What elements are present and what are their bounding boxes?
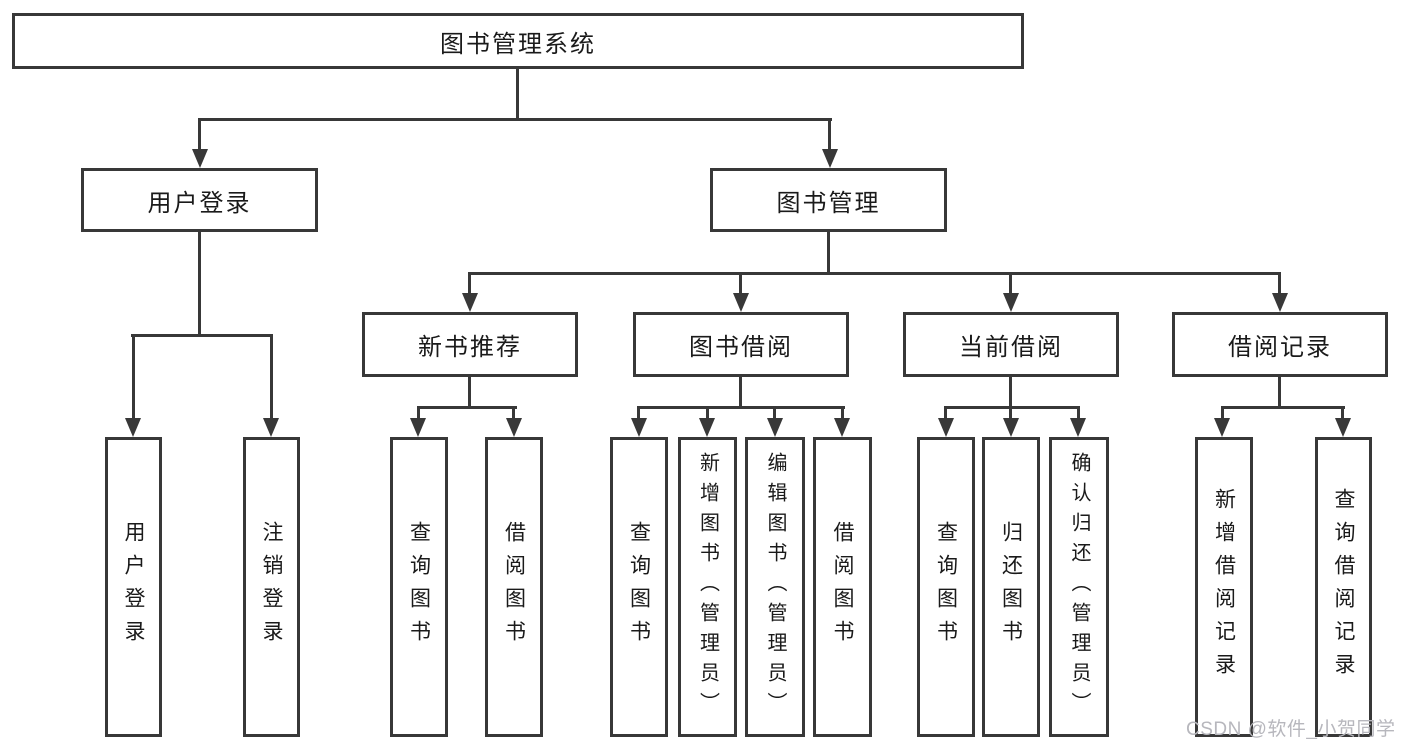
- connector-line: [773, 406, 776, 420]
- connector-line: [512, 406, 515, 420]
- arrowhead-down-icon: [1003, 293, 1019, 312]
- leaf-query-borrow-record-label: 查询借阅记录: [1332, 488, 1355, 686]
- leaf-user-login-label: 用户登录: [122, 521, 145, 653]
- node-new-book-recommend: 新书推荐: [362, 312, 578, 377]
- node-book-management-label: 图书管理: [776, 189, 881, 217]
- arrowhead-down-icon: [1070, 418, 1086, 437]
- csdn-watermark: CSDN @软件_小贺同学: [1186, 719, 1396, 740]
- leaf-add-borrow-record-label: 新增借阅记录: [1212, 488, 1236, 686]
- connector-line: [637, 406, 640, 420]
- leaf-user-login: 用户登录: [105, 437, 162, 737]
- connector-line: [1009, 375, 1012, 408]
- connector-line: [1278, 375, 1281, 408]
- connector-line: [944, 406, 1080, 409]
- node-user-login-label: 用户登录: [147, 189, 252, 217]
- arrowhead-down-icon: [733, 293, 749, 312]
- arrowhead-down-icon: [410, 418, 426, 437]
- arrowhead-down-icon: [1003, 418, 1019, 437]
- connector-line: [706, 406, 709, 420]
- leaf-confirm-return-admin-label: 确认归还（管理员）: [1068, 452, 1090, 722]
- leaf-confirm-return-admin: 确认归还（管理员）: [1049, 437, 1109, 737]
- connector-line: [417, 406, 420, 420]
- arrowhead-down-icon: [1335, 418, 1351, 437]
- node-book-borrow-label: 图书借阅: [689, 334, 793, 361]
- connector-line: [468, 375, 471, 408]
- arrowhead-down-icon: [767, 418, 783, 437]
- leaf-return-books-label: 归还图书: [999, 521, 1023, 653]
- arrowhead-down-icon: [938, 418, 954, 437]
- arrowhead-down-icon: [631, 418, 647, 437]
- leaf-query-books-current-label: 查询图书: [934, 521, 958, 653]
- connector-line: [1009, 272, 1012, 295]
- connector-line: [841, 406, 844, 420]
- connector-line: [270, 334, 273, 420]
- arrowhead-down-icon: [125, 418, 141, 437]
- node-root-label: 图书管理系统: [440, 30, 596, 58]
- leaf-query-books-rec: 查询图书: [390, 437, 448, 737]
- leaf-add-books-admin-label: 新增图书（管理员）: [696, 452, 719, 722]
- connector-line: [516, 68, 519, 121]
- node-current-borrow-label: 当前借阅: [959, 334, 1063, 361]
- leaf-borrow-books-label: 借阅图书: [831, 521, 854, 653]
- node-book-borrow: 图书借阅: [633, 312, 849, 377]
- arrowhead-down-icon: [263, 418, 279, 437]
- connector-line: [198, 230, 201, 337]
- leaf-query-books-borrow-label: 查询图书: [627, 521, 651, 653]
- arrowhead-down-icon: [1272, 293, 1288, 312]
- node-book-management: 图书管理: [710, 168, 947, 232]
- connector-line: [1341, 406, 1344, 420]
- leaf-query-books-borrow: 查询图书: [610, 437, 668, 737]
- arrowhead-down-icon: [192, 149, 208, 168]
- leaf-query-books-current: 查询图书: [917, 437, 975, 737]
- connector-line: [1221, 406, 1224, 420]
- connector-line: [1221, 406, 1345, 409]
- connector-line: [468, 272, 1281, 275]
- node-root: 图书管理系统: [12, 13, 1024, 69]
- arrowhead-down-icon: [506, 418, 522, 437]
- arrowhead-down-icon: [699, 418, 715, 437]
- connector-line: [637, 406, 845, 409]
- leaf-add-borrow-record: 新增借阅记录: [1195, 437, 1253, 737]
- node-current-borrow: 当前借阅: [903, 312, 1119, 377]
- arrowhead-down-icon: [462, 293, 478, 312]
- leaf-logout: 注销登录: [243, 437, 300, 737]
- arrowhead-down-icon: [834, 418, 850, 437]
- node-new-book-recommend-label: 新书推荐: [418, 334, 522, 361]
- connector-line: [468, 272, 471, 295]
- connector-line: [132, 334, 135, 420]
- leaf-borrow-books: 借阅图书: [813, 437, 872, 737]
- leaf-borrow-books-rec-label: 借阅图书: [502, 521, 526, 653]
- node-borrow-records: 借阅记录: [1172, 312, 1388, 377]
- leaf-borrow-books-rec: 借阅图书: [485, 437, 543, 737]
- connector-line: [739, 272, 742, 295]
- leaf-query-books-rec-label: 查询图书: [407, 521, 431, 653]
- leaf-edit-books-admin: 编辑图书（管理员）: [745, 437, 805, 737]
- node-user-login: 用户登录: [81, 168, 318, 232]
- connector-line: [828, 118, 831, 151]
- connector-line: [739, 375, 742, 408]
- leaf-add-books-admin: 新增图书（管理员）: [678, 437, 737, 737]
- connector-line: [198, 118, 201, 151]
- connector-line: [1278, 272, 1281, 295]
- connector-line: [131, 334, 273, 337]
- connector-line: [1077, 406, 1080, 420]
- connector-line: [198, 118, 832, 121]
- connector-line: [1009, 406, 1012, 420]
- connector-line: [827, 230, 830, 275]
- leaf-logout-label: 注销登录: [260, 521, 283, 653]
- connector-line: [417, 406, 517, 409]
- connector-line: [944, 406, 947, 420]
- arrowhead-down-icon: [822, 149, 838, 168]
- leaf-query-borrow-record: 查询借阅记录: [1315, 437, 1372, 737]
- leaf-edit-books-admin-label: 编辑图书（管理员）: [764, 452, 786, 722]
- leaf-return-books: 归还图书: [982, 437, 1040, 737]
- node-borrow-records-label: 借阅记录: [1228, 334, 1332, 361]
- arrowhead-down-icon: [1214, 418, 1230, 437]
